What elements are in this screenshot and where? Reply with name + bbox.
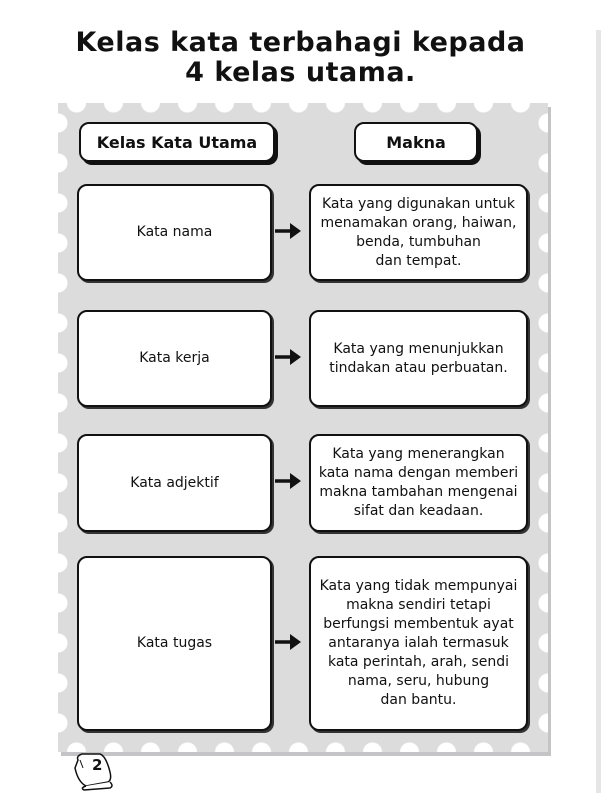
meaning-line: antaranya ialah termasuk xyxy=(328,635,509,651)
meaning-line: menamakan orang, haiwan, xyxy=(320,214,517,231)
term-box: Kata nama xyxy=(77,184,272,281)
arrow-right-icon xyxy=(275,348,301,365)
arrow-right-icon xyxy=(275,222,301,239)
meaning-box: Kata yang menerangkan kata nama dengan me… xyxy=(309,434,528,532)
term-box: Kata kerja xyxy=(77,310,272,407)
meaning-line: tindakan atau perbuatan. xyxy=(329,359,508,376)
meaning-line: nama, seru, hubung xyxy=(347,673,490,689)
book-icon xyxy=(74,753,113,791)
meaning-line: benda, tumbuhan xyxy=(356,233,481,250)
meaning-line: dan bantu. xyxy=(380,692,457,708)
meaning-line: berfungsi membentuk ayat xyxy=(323,616,514,632)
page-title: Kelas kata terbahagi kepada 4 kelas utam… xyxy=(0,28,601,88)
meaning-box: Kata yang menunjukkan tindakan atau perbu… xyxy=(309,310,528,407)
header-kelas-kata: Kelas Kata Utama xyxy=(79,122,275,162)
term-label: Kata nama xyxy=(136,224,213,240)
meaning-line: kata nama dengan memberi xyxy=(318,465,519,481)
term-label: Kata kerja xyxy=(139,350,210,366)
meaning-box: Kata yang digunakan untuk menamakan orang… xyxy=(309,184,528,281)
adjacent-page-edge xyxy=(596,30,601,793)
arrow-right-icon xyxy=(275,473,301,489)
meaning-line: makna tambahan mengenai xyxy=(319,484,518,500)
term-box: Kata adjektif xyxy=(77,434,272,532)
meaning-box: Kata yang tidak mempunyai makna sendiri t… xyxy=(309,556,528,731)
meaning-line: sifat dan keadaan. xyxy=(353,503,484,519)
meaning-line: Kata yang menunjukkan xyxy=(333,340,504,357)
meaning-line: dan tempat. xyxy=(375,252,462,269)
page-number: 2 xyxy=(92,756,103,774)
term-label: Kata adjektif xyxy=(130,474,219,491)
meaning-line: Kata yang digunakan untuk xyxy=(321,195,516,212)
term-label: Kata tugas xyxy=(136,635,213,651)
term-box: Kata tugas xyxy=(77,556,272,731)
page-number-badge: 2 xyxy=(72,752,120,796)
title-line-2: 4 kelas utama. xyxy=(185,57,416,88)
title-line-1: Kelas kata terbahagi kepada xyxy=(75,27,526,58)
meaning-line: makna sendiri tetapi xyxy=(346,597,491,613)
meaning-line: Kata yang tidak mempunyai xyxy=(319,578,518,594)
meaning-line: Kata yang menerangkan xyxy=(332,446,505,462)
arrow-right-icon xyxy=(275,633,301,650)
meaning-line: kata perintah, arah, sendi xyxy=(327,654,510,670)
header-makna: Makna xyxy=(354,122,478,162)
